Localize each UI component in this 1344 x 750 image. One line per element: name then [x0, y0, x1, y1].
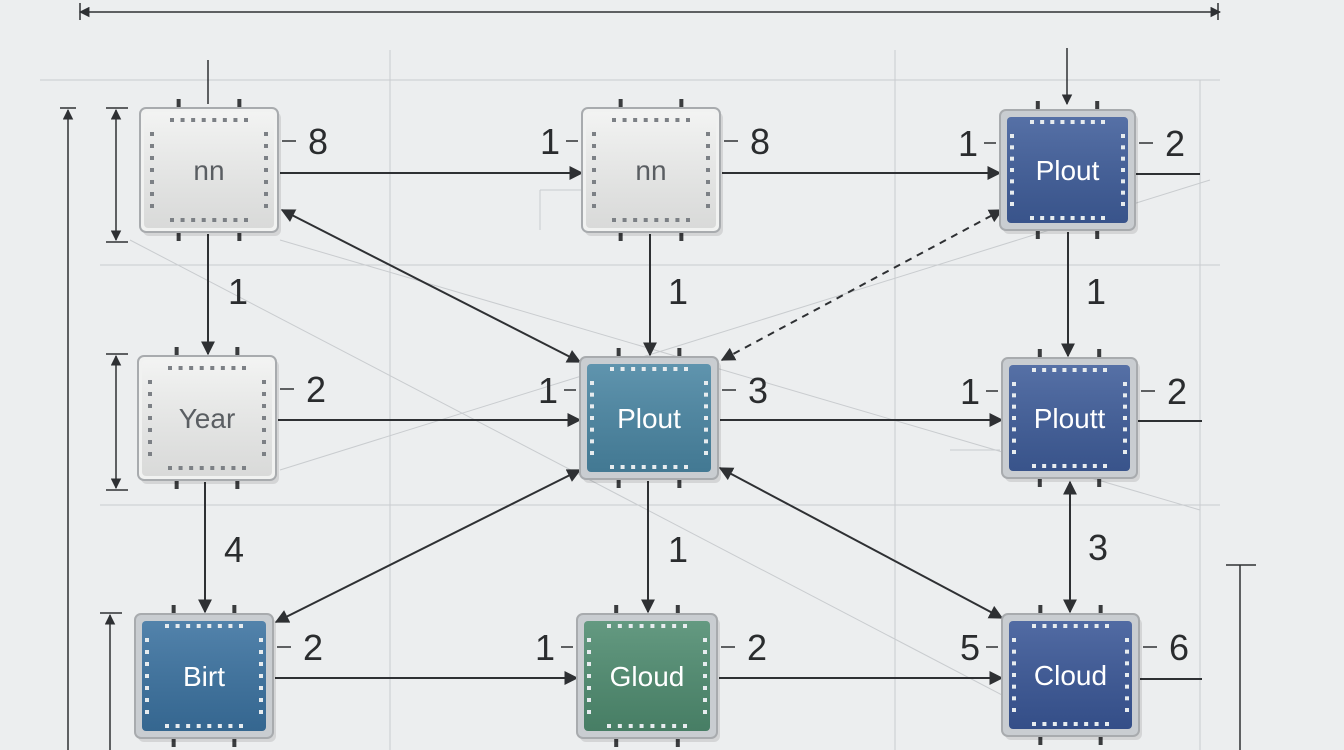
chip-pin	[679, 231, 684, 241]
chip-pads	[587, 624, 707, 728]
port-number-right: 6	[1169, 627, 1189, 668]
edge-n5-n3	[720, 209, 1004, 361]
chip-label: nn	[193, 155, 224, 186]
dimension-lines	[60, 3, 1256, 750]
chip-pin	[618, 99, 623, 109]
chip-label: Birt	[183, 661, 225, 692]
chips: nn8nn81Plout21Year2Plout31Ploutt21Birt2G…	[134, 99, 1189, 747]
chip-pin	[616, 478, 621, 488]
chip-pin	[237, 231, 242, 241]
chip-label: nn	[635, 155, 666, 186]
chip-pads	[1010, 120, 1125, 220]
chip-pin	[1038, 605, 1043, 615]
chip-pin	[1098, 735, 1103, 745]
edge-label-n3-n6: 1	[1086, 271, 1106, 312]
port-number-left: 5	[960, 627, 980, 668]
port-number-left: 1	[540, 121, 560, 162]
chip-label: Plout	[617, 403, 681, 434]
chip-n1: nn 8	[139, 99, 328, 241]
chip-n4: Year 2	[137, 347, 326, 489]
chip-pads	[1012, 624, 1129, 726]
edge-n1-n5	[280, 209, 582, 363]
edge-n5-n9	[718, 467, 1004, 619]
port-number-left: 1	[535, 627, 555, 668]
chip-pin	[1098, 605, 1103, 615]
edge-label-n1-n4: 1	[228, 271, 248, 312]
port-number-left: 1	[538, 370, 558, 411]
chip-label: Gloud	[610, 661, 685, 692]
chip-pads	[592, 118, 710, 222]
chip-pin	[171, 737, 176, 747]
chip-pin	[1095, 229, 1100, 239]
stub-lines	[1135, 173, 1202, 680]
chip-pin	[176, 231, 181, 241]
chip-pin	[675, 737, 680, 747]
port-number-right: 2	[303, 627, 323, 668]
chip-pin	[675, 605, 680, 615]
port-number-right: 2	[1165, 123, 1185, 164]
edge-n5-n7	[274, 469, 582, 623]
port-number-right: 3	[748, 370, 768, 411]
chip-pin	[232, 605, 237, 615]
chip-pads	[148, 366, 266, 470]
chip-n6: Ploutt 2 1	[960, 349, 1187, 487]
port-number-right: 2	[306, 369, 326, 410]
chip-pin	[677, 348, 682, 358]
edge-label-n2-n5: 1	[668, 271, 688, 312]
chip-pin	[1038, 735, 1043, 745]
chip-pin	[1035, 229, 1040, 239]
chip-pin	[1097, 477, 1102, 487]
port-number-right: 8	[308, 121, 328, 162]
chip-pin	[1097, 349, 1102, 359]
edge-label-n5-n8: 1	[668, 529, 688, 570]
chip-pin	[1035, 101, 1040, 111]
chip-pin	[176, 99, 181, 109]
chip-pin	[679, 99, 684, 109]
chip-pin	[232, 737, 237, 747]
chip-n7: Birt 2	[134, 605, 323, 747]
chip-label: Cloud	[1034, 660, 1107, 691]
port-number-right: 2	[747, 627, 767, 668]
edge-label-n6-n9: 3	[1088, 527, 1108, 568]
chip-label: Year	[179, 403, 236, 434]
chip-pin	[616, 348, 621, 358]
chip-pads	[1012, 368, 1127, 468]
chip-pads	[150, 118, 268, 222]
chip-n5: Plout 3 1	[538, 348, 768, 488]
chip-pin	[1037, 477, 1042, 487]
port-number-right: 2	[1167, 371, 1187, 412]
chip-n2: nn 8 1	[540, 99, 770, 241]
chip-n9: Cloud 6 5	[960, 605, 1189, 745]
chip-pin	[174, 479, 179, 489]
edges	[198, 166, 1077, 685]
chip-pin	[677, 478, 682, 488]
port-number-left: 1	[960, 371, 980, 412]
port-number-right: 8	[750, 121, 770, 162]
chip-n3: Plout 2 1	[958, 101, 1185, 239]
chip-pin	[235, 479, 240, 489]
chip-pin	[614, 737, 619, 747]
chip-pin	[235, 347, 240, 357]
chip-pin	[1095, 101, 1100, 111]
chip-pin	[174, 347, 179, 357]
port-number-left: 1	[958, 123, 978, 164]
edge-labels: 1 1 1 4 1 3	[224, 271, 1108, 570]
chip-label: Ploutt	[1034, 403, 1106, 434]
chip-pin	[171, 605, 176, 615]
chip-pin	[1037, 349, 1042, 359]
chip-label: Plout	[1036, 155, 1100, 186]
chip-pin	[618, 231, 623, 241]
chip-pads	[590, 367, 708, 469]
chip-pin	[237, 99, 242, 109]
edge-label-n4-n7: 4	[224, 529, 244, 570]
chip-pads	[145, 624, 263, 728]
chip-pin	[614, 605, 619, 615]
chip-n8: Gloud 2 1	[535, 605, 767, 747]
